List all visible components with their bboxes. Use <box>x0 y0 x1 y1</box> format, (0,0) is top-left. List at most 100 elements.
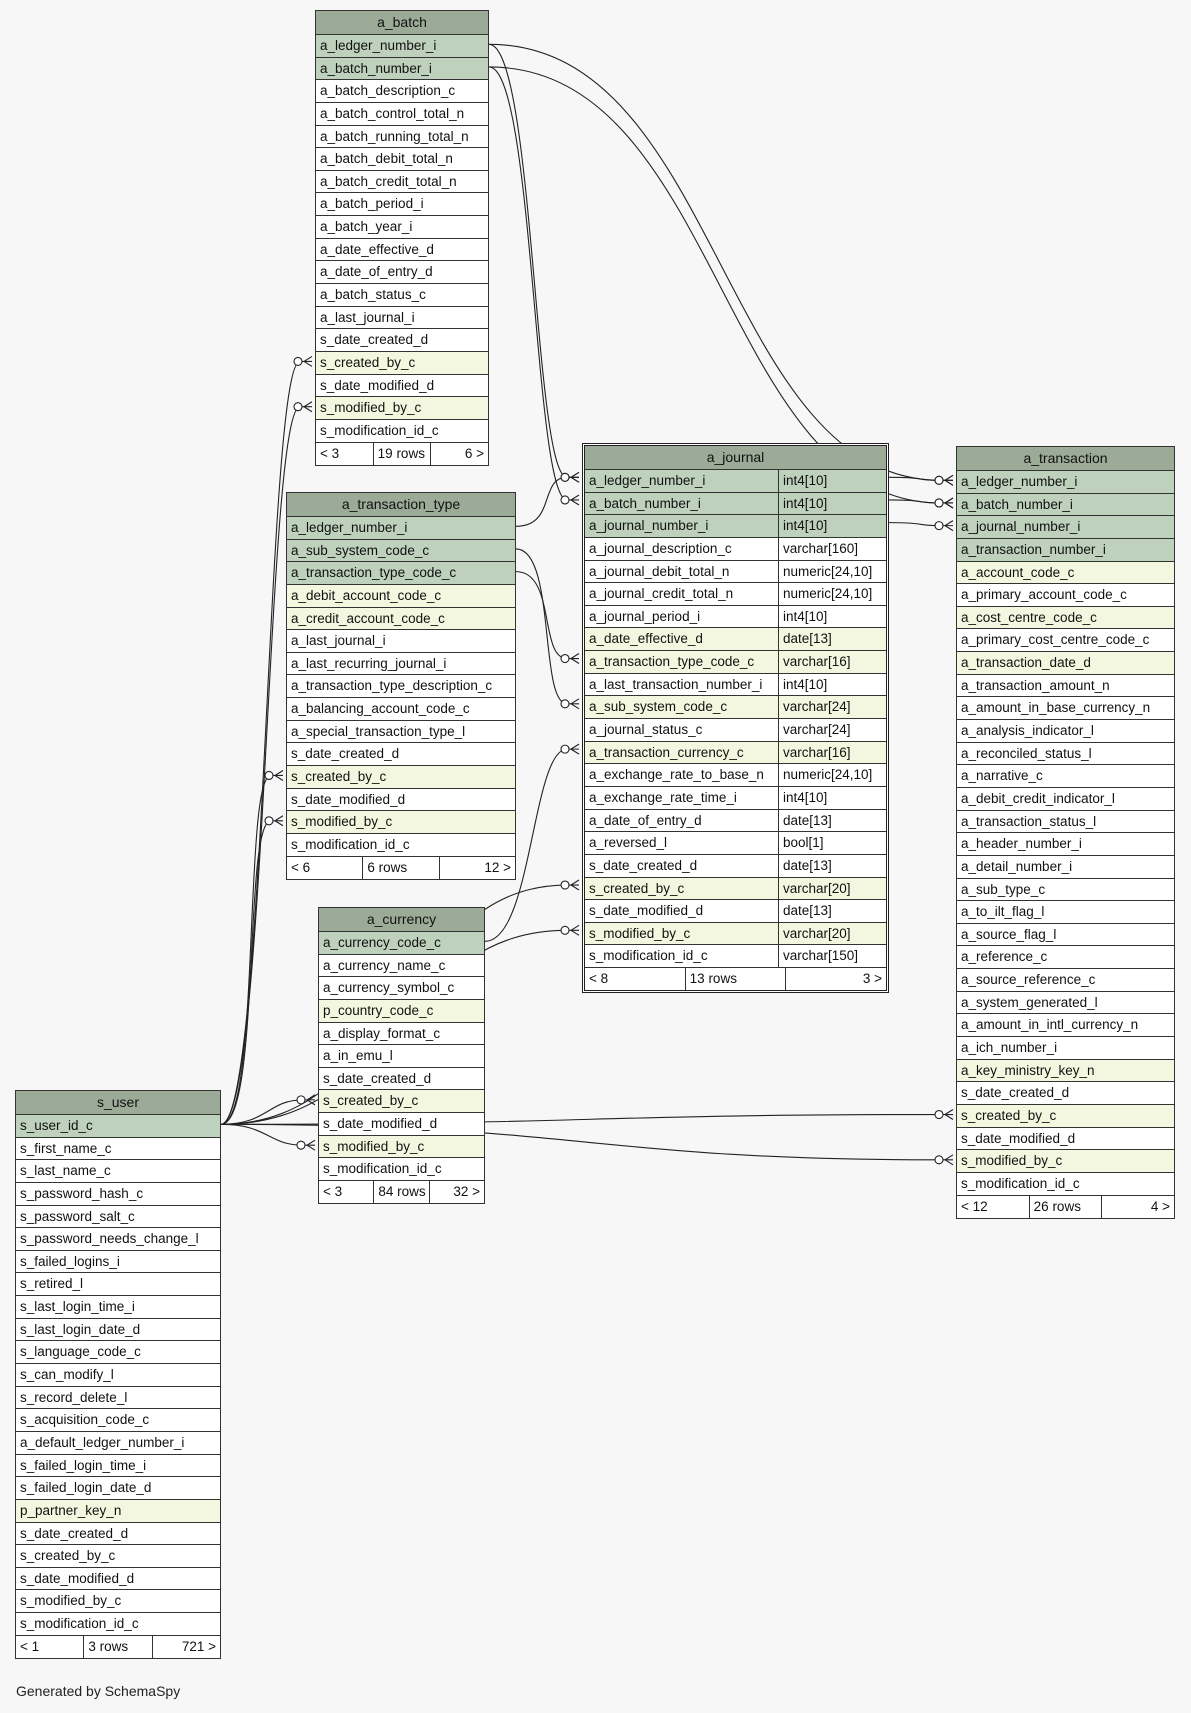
table-title[interactable]: a_transaction <box>957 447 1174 471</box>
children-count[interactable]: 6 > <box>430 442 488 465</box>
column-row[interactable]: a_transaction_number_i <box>957 538 1174 562</box>
column-row[interactable]: s_created_by_c <box>16 1545 220 1568</box>
column-row[interactable]: s_date_modified_d <box>16 1568 220 1591</box>
column-row[interactable]: s_created_by_c <box>316 351 488 375</box>
children-count[interactable]: 3 > <box>785 968 886 991</box>
column-row[interactable]: a_batch_period_i <box>316 193 488 217</box>
column-row[interactable]: s_modified_by_c <box>316 397 488 420</box>
column-row[interactable]: a_transaction_type_description_c <box>287 675 515 699</box>
parents-count[interactable]: < 6 <box>291 859 311 875</box>
column-row[interactable]: a_sub_system_code_c <box>287 539 515 563</box>
column-row[interactable]: a_currency_code_c <box>319 932 484 955</box>
column-row[interactable]: a_batch_description_c <box>316 80 488 103</box>
column-row[interactable]: a_debit_credit_indicator_l <box>957 788 1174 811</box>
column-row[interactable]: a_credit_account_code_c <box>287 607 515 631</box>
column-row[interactable]: a_debit_account_code_c <box>287 584 515 608</box>
column-row[interactable]: a_batch_credit_total_n <box>316 171 488 194</box>
column-row[interactable]: s_can_modify_l <box>16 1364 220 1387</box>
column-row[interactable]: a_cost_centre_code_c <box>957 606 1174 630</box>
parents-count[interactable]: < 8 <box>589 971 609 987</box>
column-row[interactable]: s_failed_logins_i <box>16 1251 220 1274</box>
table-title[interactable]: a_journal <box>585 446 886 470</box>
column-row[interactable]: a_batch_number_i <box>957 493 1174 517</box>
column-row[interactable]: s_modified_by_c <box>16 1590 220 1614</box>
column-row[interactable]: a_batch_control_total_n <box>316 103 488 126</box>
column-row[interactable]: s_date_created_d <box>319 1068 484 1091</box>
column-row[interactable]: a_date_effective_d <box>316 239 488 262</box>
column-row[interactable]: s_modification_id_c <box>16 1613 220 1636</box>
column-row[interactable]: a_ledger_number_i <box>316 35 488 58</box>
children-count[interactable]: 32 > <box>428 1181 484 1204</box>
column-row[interactable]: a_in_emu_l <box>319 1045 484 1068</box>
column-row[interactable]: a_key_ministry_key_n <box>957 1059 1174 1083</box>
table-title[interactable]: a_currency <box>319 908 484 932</box>
column-row[interactable]: s_modification_id_c <box>316 420 488 443</box>
column-row[interactable]: s_modification_id_c <box>287 834 515 857</box>
children-count[interactable]: 721 > <box>151 1635 220 1658</box>
column-row[interactable]: a_currency_symbol_c <box>319 977 484 1000</box>
column-row[interactable]: a_account_code_c <box>957 561 1174 585</box>
column-row[interactable]: a_transaction_type_code_c <box>287 562 515 585</box>
column-row[interactable]: a_batch_status_c <box>316 284 488 307</box>
column-row[interactable]: a_ledger_number_i <box>957 471 1174 494</box>
column-row[interactable]: a_detail_number_i <box>957 856 1174 879</box>
children-count[interactable]: 4 > <box>1101 1195 1174 1218</box>
column-row[interactable]: s_date_created_d <box>16 1523 220 1546</box>
column-row[interactable]: s_date_modified_d <box>957 1128 1174 1151</box>
column-row[interactable]: s_last_name_c <box>16 1160 220 1183</box>
column-row[interactable]: s_language_code_c <box>16 1341 220 1365</box>
column-row[interactable]: s_modified_by_c <box>287 811 515 834</box>
column-row[interactable]: a_transaction_amount_n <box>957 675 1174 698</box>
column-row[interactable]: s_record_delete_l <box>16 1387 220 1410</box>
column-row[interactable]: a_special_transaction_type_l <box>287 721 515 744</box>
table-title[interactable]: s_user <box>16 1091 220 1115</box>
column-row[interactable]: s_last_login_date_d <box>16 1319 220 1342</box>
column-row[interactable]: a_display_format_c <box>319 1023 484 1046</box>
column-row[interactable]: a_ich_number_i <box>957 1037 1174 1060</box>
column-row[interactable]: a_batch_running_total_n <box>316 126 488 149</box>
column-row[interactable]: a_last_journal_i <box>287 630 515 653</box>
column-row[interactable]: s_failed_login_time_i <box>16 1455 220 1478</box>
column-row[interactable]: a_reconciled_status_l <box>957 743 1174 766</box>
column-row[interactable]: a_currency_name_c <box>319 955 484 978</box>
parents-count[interactable]: < 3 <box>323 1184 343 1200</box>
column-row[interactable]: s_first_name_c <box>16 1138 220 1161</box>
column-row[interactable]: s_failed_login_date_d <box>16 1477 220 1500</box>
column-row[interactable]: s_password_salt_c <box>16 1206 220 1229</box>
column-row[interactable]: a_last_journal_i <box>316 307 488 330</box>
column-row[interactable]: s_modified_by_c <box>957 1150 1174 1173</box>
column-row[interactable]: s_last_login_time_i <box>16 1296 220 1319</box>
column-row[interactable]: a_source_flag_l <box>957 924 1174 947</box>
column-row[interactable]: a_last_recurring_journal_i <box>287 653 515 676</box>
table-title[interactable]: a_batch <box>316 11 488 35</box>
column-row[interactable]: a_primary_account_code_c <box>957 584 1174 607</box>
column-row[interactable]: s_created_by_c <box>287 766 515 789</box>
column-row[interactable]: a_system_generated_l <box>957 992 1174 1015</box>
column-row[interactable]: s_modification_id_c <box>319 1158 484 1182</box>
column-row[interactable]: a_analysis_indicator_l <box>957 720 1174 743</box>
column-row[interactable]: a_primary_cost_centre_code_c <box>957 629 1174 653</box>
column-row[interactable]: a_source_reference_c <box>957 969 1174 992</box>
column-row[interactable]: a_transaction_status_l <box>957 811 1174 834</box>
